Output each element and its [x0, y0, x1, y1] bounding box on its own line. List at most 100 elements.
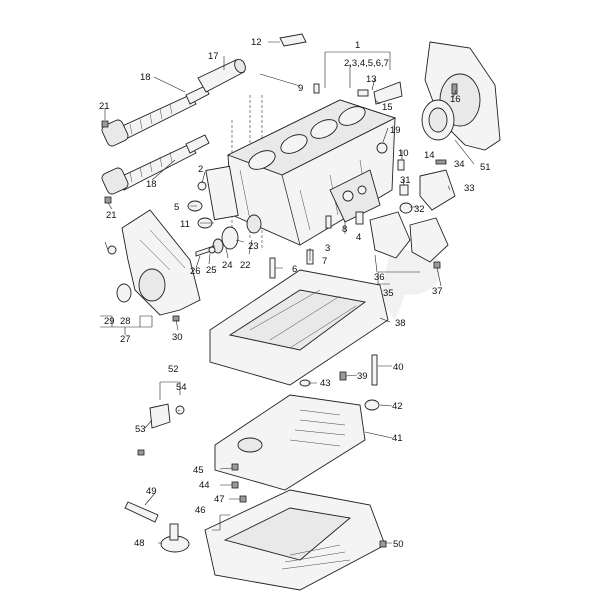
bolt-6[interactable]	[269, 257, 276, 279]
sensor-53[interactable]	[149, 403, 171, 429]
callout-36: 36	[374, 272, 385, 283]
callout-19: 19	[390, 125, 401, 136]
callout-labels: 1 2,3,4,5,6,7 2 3 4 5 6 7 8 9 10 11 12 1…	[99, 37, 491, 550]
seal-flange-14[interactable]	[421, 99, 455, 141]
plug-13[interactable]	[357, 89, 369, 97]
callout-52: 52	[168, 364, 179, 375]
bolt-47[interactable]	[239, 495, 247, 503]
bolt-21-upper[interactable]	[101, 120, 109, 128]
gear-22-23-24[interactable]	[212, 214, 262, 254]
callout-49: 49	[146, 486, 157, 497]
callout-23: 23	[248, 241, 259, 252]
callout-11: 11	[180, 219, 190, 230]
bracket-15[interactable]	[373, 81, 403, 105]
callout-14: 14	[424, 150, 435, 161]
plug-42[interactable]	[364, 399, 380, 411]
callout-9: 9	[298, 83, 303, 94]
heat-shield-36[interactable]	[369, 211, 449, 263]
callout-18-lower: 18	[146, 179, 157, 190]
bolt-45[interactable]	[231, 463, 239, 471]
callout-43: 43	[320, 378, 331, 389]
cylinder-block[interactable]	[205, 99, 397, 246]
leaders	[100, 41, 475, 544]
callout-13: 13	[366, 74, 377, 85]
callout-31: 31	[400, 175, 411, 186]
callout-8: 8	[342, 224, 347, 235]
dowel-pin-9[interactable]	[313, 83, 320, 94]
callout-34: 34	[454, 159, 465, 170]
washer-25[interactable]	[208, 246, 216, 254]
callout-6: 6	[292, 264, 297, 275]
callout-4: 4	[356, 232, 361, 243]
oil-pressure-switch-31[interactable]	[399, 184, 409, 196]
callout-15: 15	[382, 102, 393, 113]
seal-2[interactable]	[197, 181, 207, 191]
callout-40: 40	[393, 362, 404, 373]
callout-24: 24	[222, 260, 233, 271]
callout-41: 41	[392, 433, 403, 444]
callout-1: 1	[355, 40, 360, 51]
callout-5: 5	[174, 202, 179, 213]
plug-10-3-4[interactable]	[325, 159, 405, 229]
oil-level-sensor-48[interactable]	[160, 523, 190, 553]
bolt-39[interactable]	[339, 371, 347, 381]
bolt-34[interactable]	[435, 159, 447, 165]
callout-2-7: 2,3,4,5,6,7	[344, 58, 389, 69]
callout-35: 35	[383, 288, 394, 299]
oil-pan-46[interactable]	[204, 489, 386, 591]
callout-28: 28	[120, 316, 131, 327]
callout-42: 42	[392, 401, 403, 412]
callout-12: 12	[251, 37, 262, 48]
callout-37: 37	[432, 286, 443, 297]
timing-cover-27[interactable]	[121, 209, 201, 316]
balance-shaft-lower[interactable]	[100, 134, 210, 196]
callout-3: 3	[325, 243, 330, 254]
bolt-21-lower[interactable]	[104, 196, 112, 204]
seal-19[interactable]	[376, 142, 388, 154]
callout-2: 2	[198, 164, 203, 175]
callout-29: 29	[104, 316, 115, 327]
sealing-plug-12[interactable]	[279, 33, 307, 47]
callout-17: 17	[208, 51, 219, 62]
callout-45: 45	[193, 465, 204, 476]
flange-33[interactable]	[419, 169, 456, 211]
sender-32[interactable]	[399, 202, 413, 214]
bolt-44[interactable]	[231, 481, 239, 489]
callout-22: 22	[240, 260, 251, 271]
callout-16: 16	[450, 94, 461, 105]
callout-21-upper: 21	[99, 101, 110, 112]
callout-47: 47	[214, 494, 225, 505]
callout-54: 54	[176, 382, 187, 393]
callout-46: 46	[195, 505, 206, 516]
balance-shaft-upper[interactable]	[100, 85, 210, 148]
callout-27: 27	[120, 334, 131, 345]
drain-plug-50[interactable]	[379, 540, 387, 548]
seal-29[interactable]	[107, 245, 117, 255]
balance-shaft-bearing-17[interactable]	[197, 58, 247, 93]
callout-25: 25	[206, 265, 217, 276]
bolt-40[interactable]	[371, 354, 378, 386]
callout-44: 44	[199, 480, 210, 491]
callout-30: 30	[172, 332, 183, 343]
callout-18-upper: 18	[140, 72, 151, 83]
callout-48: 48	[134, 538, 145, 549]
callout-38: 38	[395, 318, 406, 329]
sealant-49[interactable]	[124, 501, 159, 523]
bolt-37[interactable]	[433, 261, 441, 269]
bolt-52[interactable]	[137, 449, 145, 456]
baffle-41[interactable]	[214, 394, 366, 491]
callout-53: 53	[135, 424, 146, 435]
callout-33: 33	[464, 183, 475, 194]
bolt-16[interactable]	[451, 83, 458, 95]
callout-39: 39	[357, 371, 368, 382]
watermark	[380, 250, 441, 320]
callout-32: 32	[414, 204, 425, 215]
callout-51: 51	[480, 162, 491, 173]
seal-ring-28[interactable]	[116, 283, 132, 303]
callout-21-lower: 21	[106, 210, 117, 221]
callout-7: 7	[322, 256, 327, 267]
bedplate-38[interactable]	[209, 269, 389, 386]
callout-10: 10	[398, 148, 409, 159]
callout-26: 26	[190, 266, 201, 277]
